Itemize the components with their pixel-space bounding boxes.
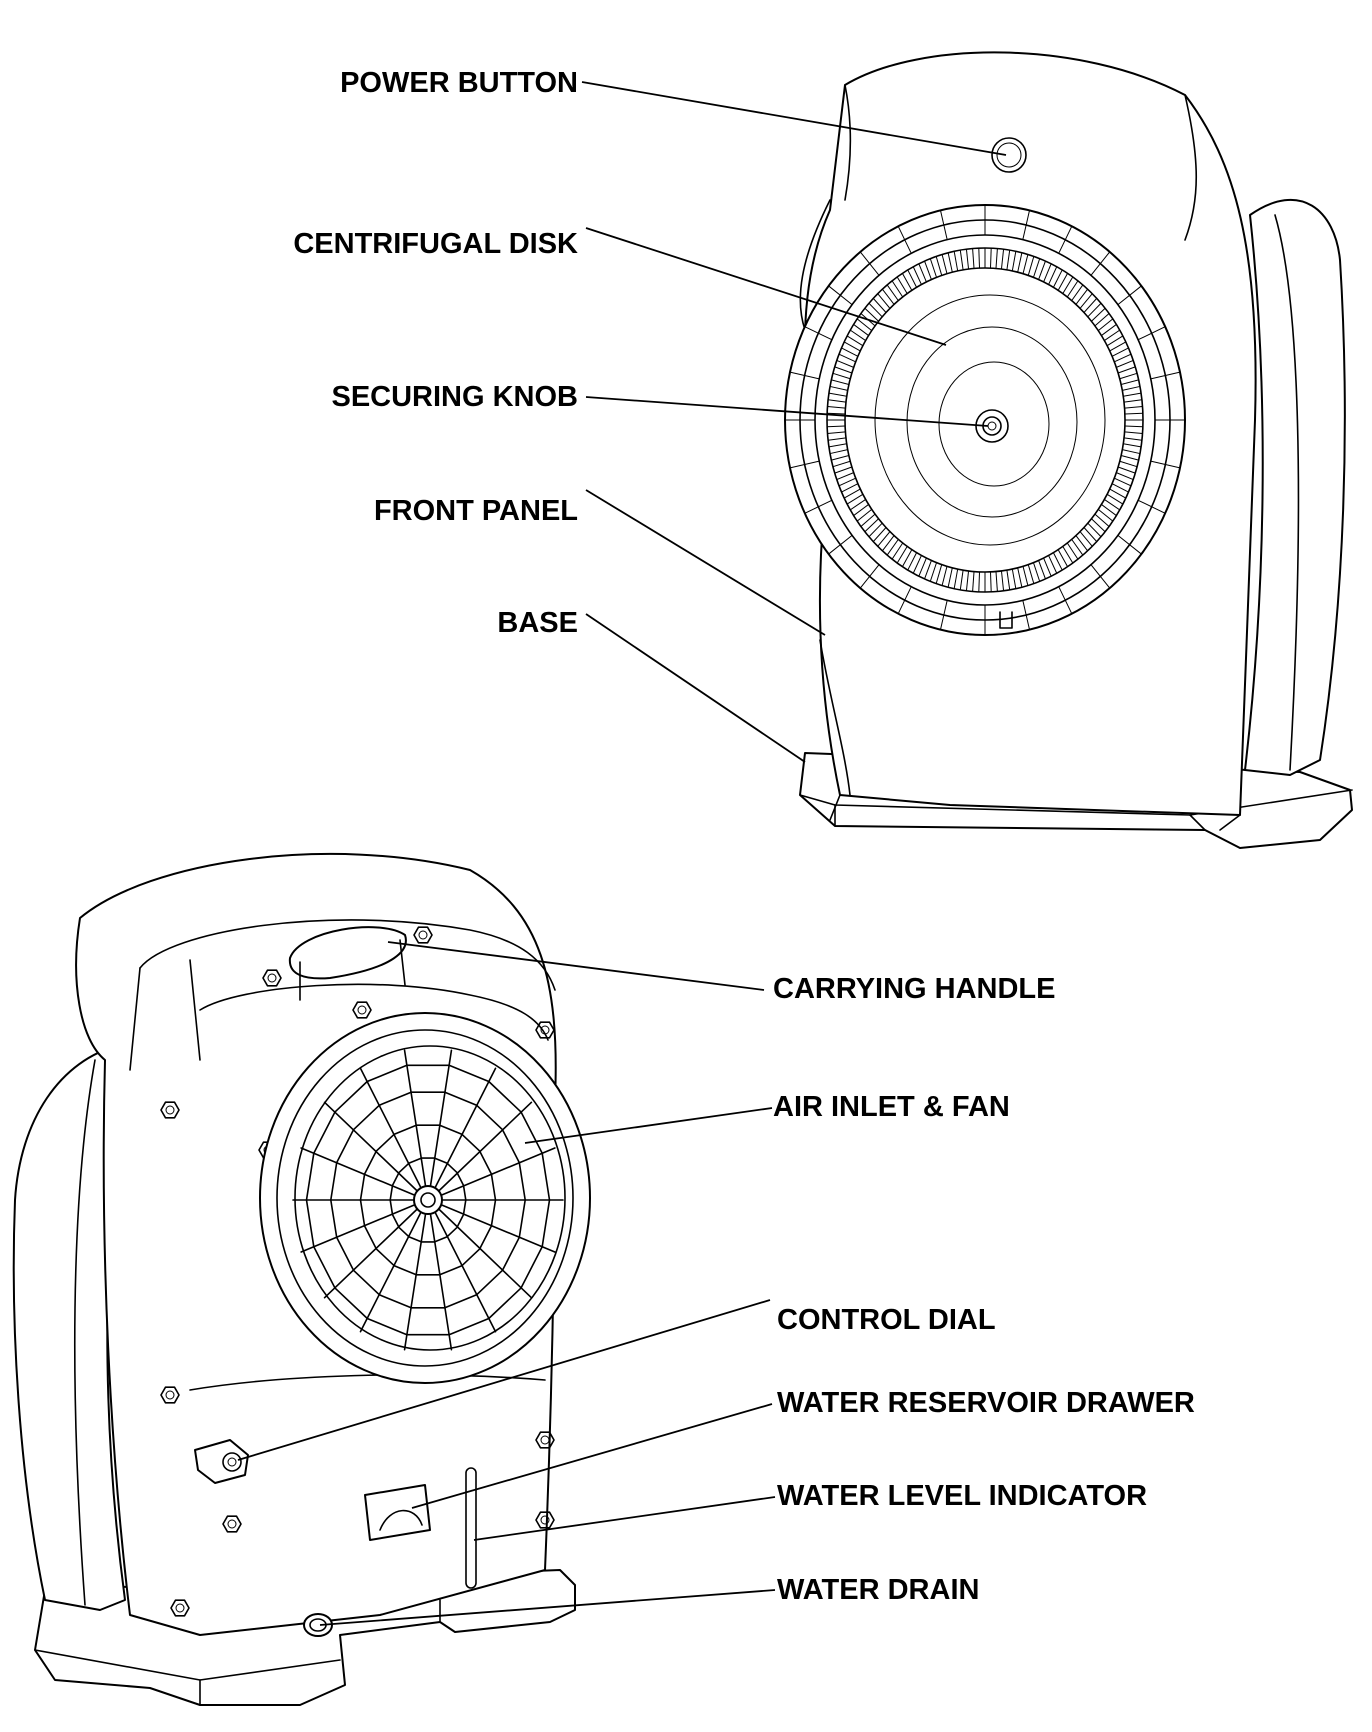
label-front-panel: FRONT PANEL (373, 495, 578, 527)
leader-water-level (473, 1496, 776, 1541)
label-control-dial: CONTROL DIAL (777, 1304, 996, 1336)
label-centrifugal-disk: CENTRIFUGAL DISK (293, 228, 578, 260)
front-unit-side-wing (1244, 198, 1346, 776)
leader-front-panel (585, 489, 826, 636)
leader-lines (237, 81, 1007, 1626)
water-level-slot (465, 1467, 477, 1589)
label-power-button: POWER BUTTON (340, 67, 578, 99)
label-air-inlet-fan: AIR INLET & FAN (773, 1091, 1010, 1123)
leader-reservoir-drawer (411, 1403, 773, 1509)
back-view-unit (12, 853, 591, 1706)
label-carrying-handle: CARRYING HANDLE (773, 973, 1056, 1005)
label-base: BASE (497, 607, 578, 639)
label-water-reservoir-drawer: WATER RESERVOIR DRAWER (777, 1387, 1195, 1419)
leader-power-button (581, 81, 1007, 156)
front-view-unit (784, 51, 1353, 849)
leader-air-inlet (524, 1107, 773, 1144)
leader-base (585, 613, 806, 763)
leader-centrifugal-disk (585, 227, 947, 346)
power-button-graphic (991, 137, 1027, 173)
label-water-level-indicator: WATER LEVEL INDICATOR (777, 1480, 1148, 1512)
control-dial-graphic (194, 1439, 249, 1484)
label-securing-knob: SECURING KNOB (331, 381, 578, 413)
fan-grille-graphic (292, 1049, 564, 1351)
leader-carrying-handle (387, 941, 765, 991)
carrying-handle-graphic (288, 926, 407, 980)
leader-control-dial (237, 1299, 771, 1461)
water-drain-graphic (303, 1613, 333, 1637)
leader-water-drain (319, 1589, 776, 1626)
label-water-drain: WATER DRAIN (777, 1574, 980, 1606)
leader-securing-knob (585, 396, 989, 427)
fan-hub-graphic (413, 1185, 443, 1215)
reservoir-drawer-tab (364, 1484, 431, 1541)
